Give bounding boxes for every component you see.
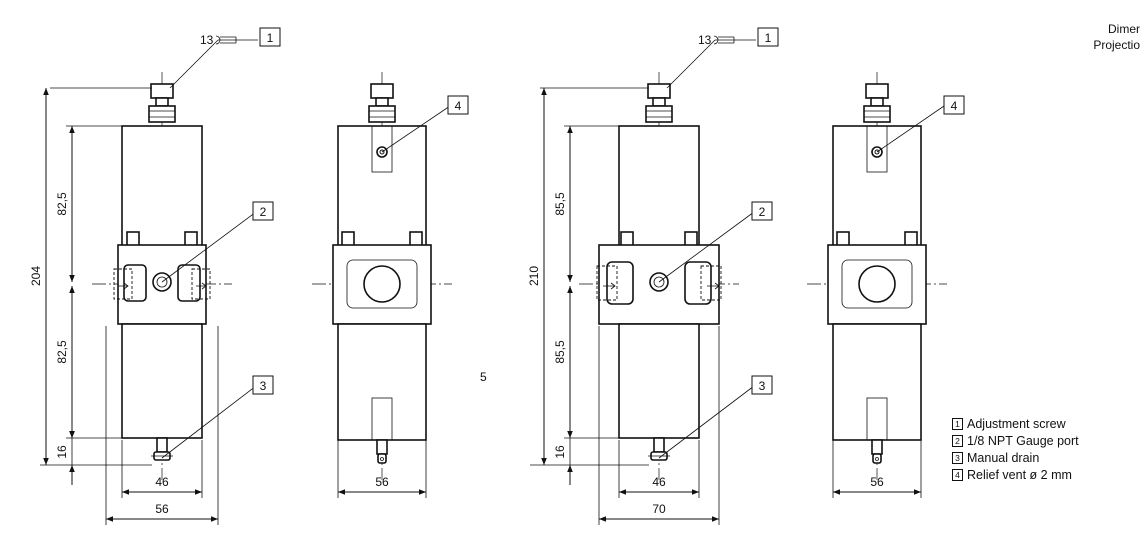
- legend-label: Manual drain: [967, 451, 1040, 465]
- left-dimensions: 204 82,5 82,5 16 46 56 56: [29, 87, 427, 525]
- left-bottom-height: 16: [55, 445, 69, 459]
- right-front-view: [578, 71, 740, 481]
- wrench-icon: [215, 35, 237, 45]
- right-wrench-size: 13: [698, 33, 712, 47]
- left-outer-width: 56: [155, 502, 169, 516]
- left-total-height: 204: [29, 266, 43, 286]
- right-upper-height: 85,5: [553, 192, 567, 216]
- callout-3-right: 3: [759, 379, 766, 393]
- left-front-view: [91, 71, 233, 481]
- left-lower-height: 82,5: [55, 340, 69, 364]
- right-outer-width: 70: [652, 502, 666, 516]
- left-wrench-size: 13: [200, 33, 214, 47]
- left-callouts: 13 1 2 3 4: [161, 27, 469, 459]
- right-bottom-height: 16: [553, 445, 567, 459]
- page-number: 5: [480, 370, 487, 384]
- legend-number: 1: [952, 418, 963, 430]
- legend-number: 2: [952, 435, 963, 447]
- legend-label: Adjustment screw: [967, 417, 1066, 431]
- legend-item: 2 1/8 NPT Gauge port: [952, 433, 1079, 450]
- legend-item: 3 Manual drain: [952, 450, 1079, 467]
- callout-2-left: 2: [260, 205, 267, 219]
- right-side-width: 56: [870, 475, 884, 489]
- left-inner-width: 46: [155, 475, 169, 489]
- left-upper-height: 82,5: [55, 192, 69, 216]
- callout-4-right: 4: [951, 99, 958, 113]
- legend-number: 4: [952, 469, 963, 481]
- legend-item: 1 Adjustment screw: [952, 416, 1079, 433]
- legend-label: 1/8 NPT Gauge port: [967, 434, 1079, 448]
- right-lower-height: 85,5: [553, 340, 567, 364]
- right-side-view: [806, 71, 948, 481]
- callout-1-right: 1: [765, 31, 772, 45]
- left-side-view: [311, 71, 453, 481]
- left-side-width: 56: [375, 475, 389, 489]
- right-dimensions: 210 85,5 85,5 16 46 70 56: [527, 87, 922, 525]
- right-inner-width: 46: [652, 475, 666, 489]
- legend-number: 3: [952, 452, 963, 464]
- callout-4-left: 4: [455, 99, 462, 113]
- callout-2-right: 2: [759, 205, 766, 219]
- right-total-height: 210: [527, 266, 541, 286]
- legend-item: 4 Relief vent ø 2 mm: [952, 467, 1079, 484]
- callout-3-left: 3: [260, 379, 267, 393]
- header-line-1: Dimer: [1108, 22, 1140, 36]
- header-line-2: Projectio: [1093, 38, 1140, 52]
- legend-label: Relief vent ø 2 mm: [967, 468, 1072, 482]
- wrench-icon: [713, 35, 735, 45]
- right-callouts: 13 1 2 3 4: [658, 27, 965, 459]
- callout-1-left: 1: [267, 31, 274, 45]
